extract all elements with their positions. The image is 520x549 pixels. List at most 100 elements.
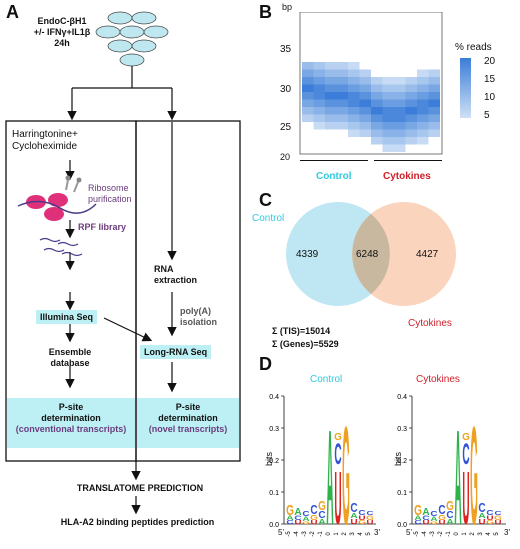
heatmap-cell xyxy=(394,114,406,122)
ribosome-purification-label: Ribosome purification xyxy=(88,183,132,205)
heatmap-cell xyxy=(382,122,394,130)
logo-position-label: 5 xyxy=(494,532,500,536)
heatmap-cell xyxy=(417,77,429,85)
colorbar-title: % reads xyxy=(455,42,492,53)
polya-line1: poly(A) xyxy=(180,306,211,316)
psite-left-line3: (conventional transcripts) xyxy=(15,424,127,434)
logo-letter: A xyxy=(350,511,358,519)
venn-count-overlap: 6248 xyxy=(356,249,379,260)
psite-left-line1: P-site xyxy=(58,402,84,412)
heatmap-ytick-30: 30 xyxy=(280,84,292,95)
logo-letter: A xyxy=(478,511,486,519)
heatmap-cell xyxy=(359,99,371,107)
rpf-library-label: RPF library xyxy=(78,222,127,232)
heatmap-cell xyxy=(359,69,371,77)
heatmap-cell xyxy=(348,92,360,100)
heatmap-cell xyxy=(405,129,417,137)
logo-position-label: -1 xyxy=(446,531,452,537)
logo-letter: C xyxy=(318,510,325,521)
logo-position-label: 2 xyxy=(470,532,476,536)
heatmap-cell xyxy=(417,99,429,107)
heatmap-cell xyxy=(313,69,325,77)
cytokines-bracket xyxy=(374,160,442,161)
heatmap-cell xyxy=(313,84,325,92)
venn-count-control: 4339 xyxy=(296,249,319,260)
heatmap-cell xyxy=(382,99,394,107)
logo-letter: C xyxy=(358,508,366,516)
logo-letter: C xyxy=(478,502,485,515)
logo-letter: G xyxy=(334,432,342,443)
logo-ytick-label: 0.4 xyxy=(269,394,279,401)
heatmap-cell xyxy=(325,122,337,130)
psite-left-line2: determination xyxy=(41,413,101,423)
heatmap-cell xyxy=(371,122,383,130)
heatmap-cell xyxy=(417,114,429,122)
heatmap-cell xyxy=(405,114,417,122)
logo-ytick-label: 0.2 xyxy=(397,458,407,465)
heatmap-group-cytokines: Cytokines xyxy=(383,171,431,182)
logo-ytick-label: 0.3 xyxy=(397,426,407,433)
logo-letter: A xyxy=(286,514,293,521)
logo-letter: A xyxy=(422,507,429,518)
colorbar-tick-15: 15 xyxy=(484,74,496,85)
panel-a-flow-svg xyxy=(5,11,241,515)
logo-title-cytokines: Cytokines xyxy=(416,374,460,385)
logo-letter: G xyxy=(446,500,454,513)
heatmap-cell xyxy=(417,107,429,115)
logo-position-label: 4 xyxy=(486,532,492,536)
logo-position-label: 1 xyxy=(334,532,340,536)
logo-letter: U xyxy=(494,520,502,526)
heatmap-cell xyxy=(394,144,406,152)
heatmap-cell xyxy=(325,107,337,115)
heatmap-cell xyxy=(336,77,348,85)
cells-line3: 24h xyxy=(54,38,70,48)
logo-ylabel-cytokines: bits xyxy=(393,451,404,467)
logo-letter: C xyxy=(302,509,310,517)
ensemble-label: Ensemble database xyxy=(40,347,100,369)
logo-letter: U xyxy=(462,458,469,541)
logo-letter: U xyxy=(486,514,493,521)
heatmap-cell xyxy=(371,107,383,115)
logo-letter: G xyxy=(486,520,494,526)
heatmap-cell xyxy=(325,84,337,92)
logo-letter: G xyxy=(318,500,326,513)
heatmap-cell xyxy=(336,69,348,77)
cells-line1: EndoC-βH1 xyxy=(37,16,87,26)
logo-letter: U xyxy=(350,517,357,525)
heatmap-cell xyxy=(405,92,417,100)
rna-line1: RNA xyxy=(154,264,174,274)
heatmap-cell xyxy=(417,84,429,92)
logo-letter: G xyxy=(414,501,422,519)
heatmap-cell xyxy=(428,69,440,77)
logo-x-end-control: 3' xyxy=(374,528,380,537)
heatmap-cell xyxy=(348,114,360,122)
heatmap-cell xyxy=(313,122,325,130)
ensemble-line1: Ensemble xyxy=(48,347,92,357)
logo-letter: G xyxy=(358,520,366,526)
psite-right-line1: P-site xyxy=(175,402,201,412)
logo-ytick-label: 0.0 xyxy=(269,522,279,529)
logo-position-label: 0 xyxy=(454,532,460,536)
heatmap-cell xyxy=(336,122,348,130)
logo-letter: U xyxy=(422,520,430,526)
heatmap-cell xyxy=(359,77,371,85)
polya-label: poly(A) isolation xyxy=(180,306,217,328)
panel-a-letter: A xyxy=(6,2,19,22)
heatmap-cell xyxy=(336,107,348,115)
heatmap-cell xyxy=(313,92,325,100)
heatmap-cell xyxy=(348,77,360,85)
heatmap-cell xyxy=(405,122,417,130)
translatome-label: TRANSLATOME PREDICTION xyxy=(76,483,204,493)
heatmap-cell xyxy=(359,92,371,100)
heatmap-cell xyxy=(394,77,406,85)
logo-position-label: -4 xyxy=(294,531,300,537)
heatmap-cell xyxy=(302,114,314,122)
heatmap-cell xyxy=(428,107,440,115)
heatmap-cell xyxy=(302,77,314,85)
panel-d-letter: D xyxy=(259,354,272,374)
right-box xyxy=(135,120,241,462)
panel-b-letter: B xyxy=(259,2,272,22)
heatmap-cell xyxy=(382,92,394,100)
logo-letter: C xyxy=(366,511,374,517)
colorbar-tick-5: 5 xyxy=(484,110,490,121)
